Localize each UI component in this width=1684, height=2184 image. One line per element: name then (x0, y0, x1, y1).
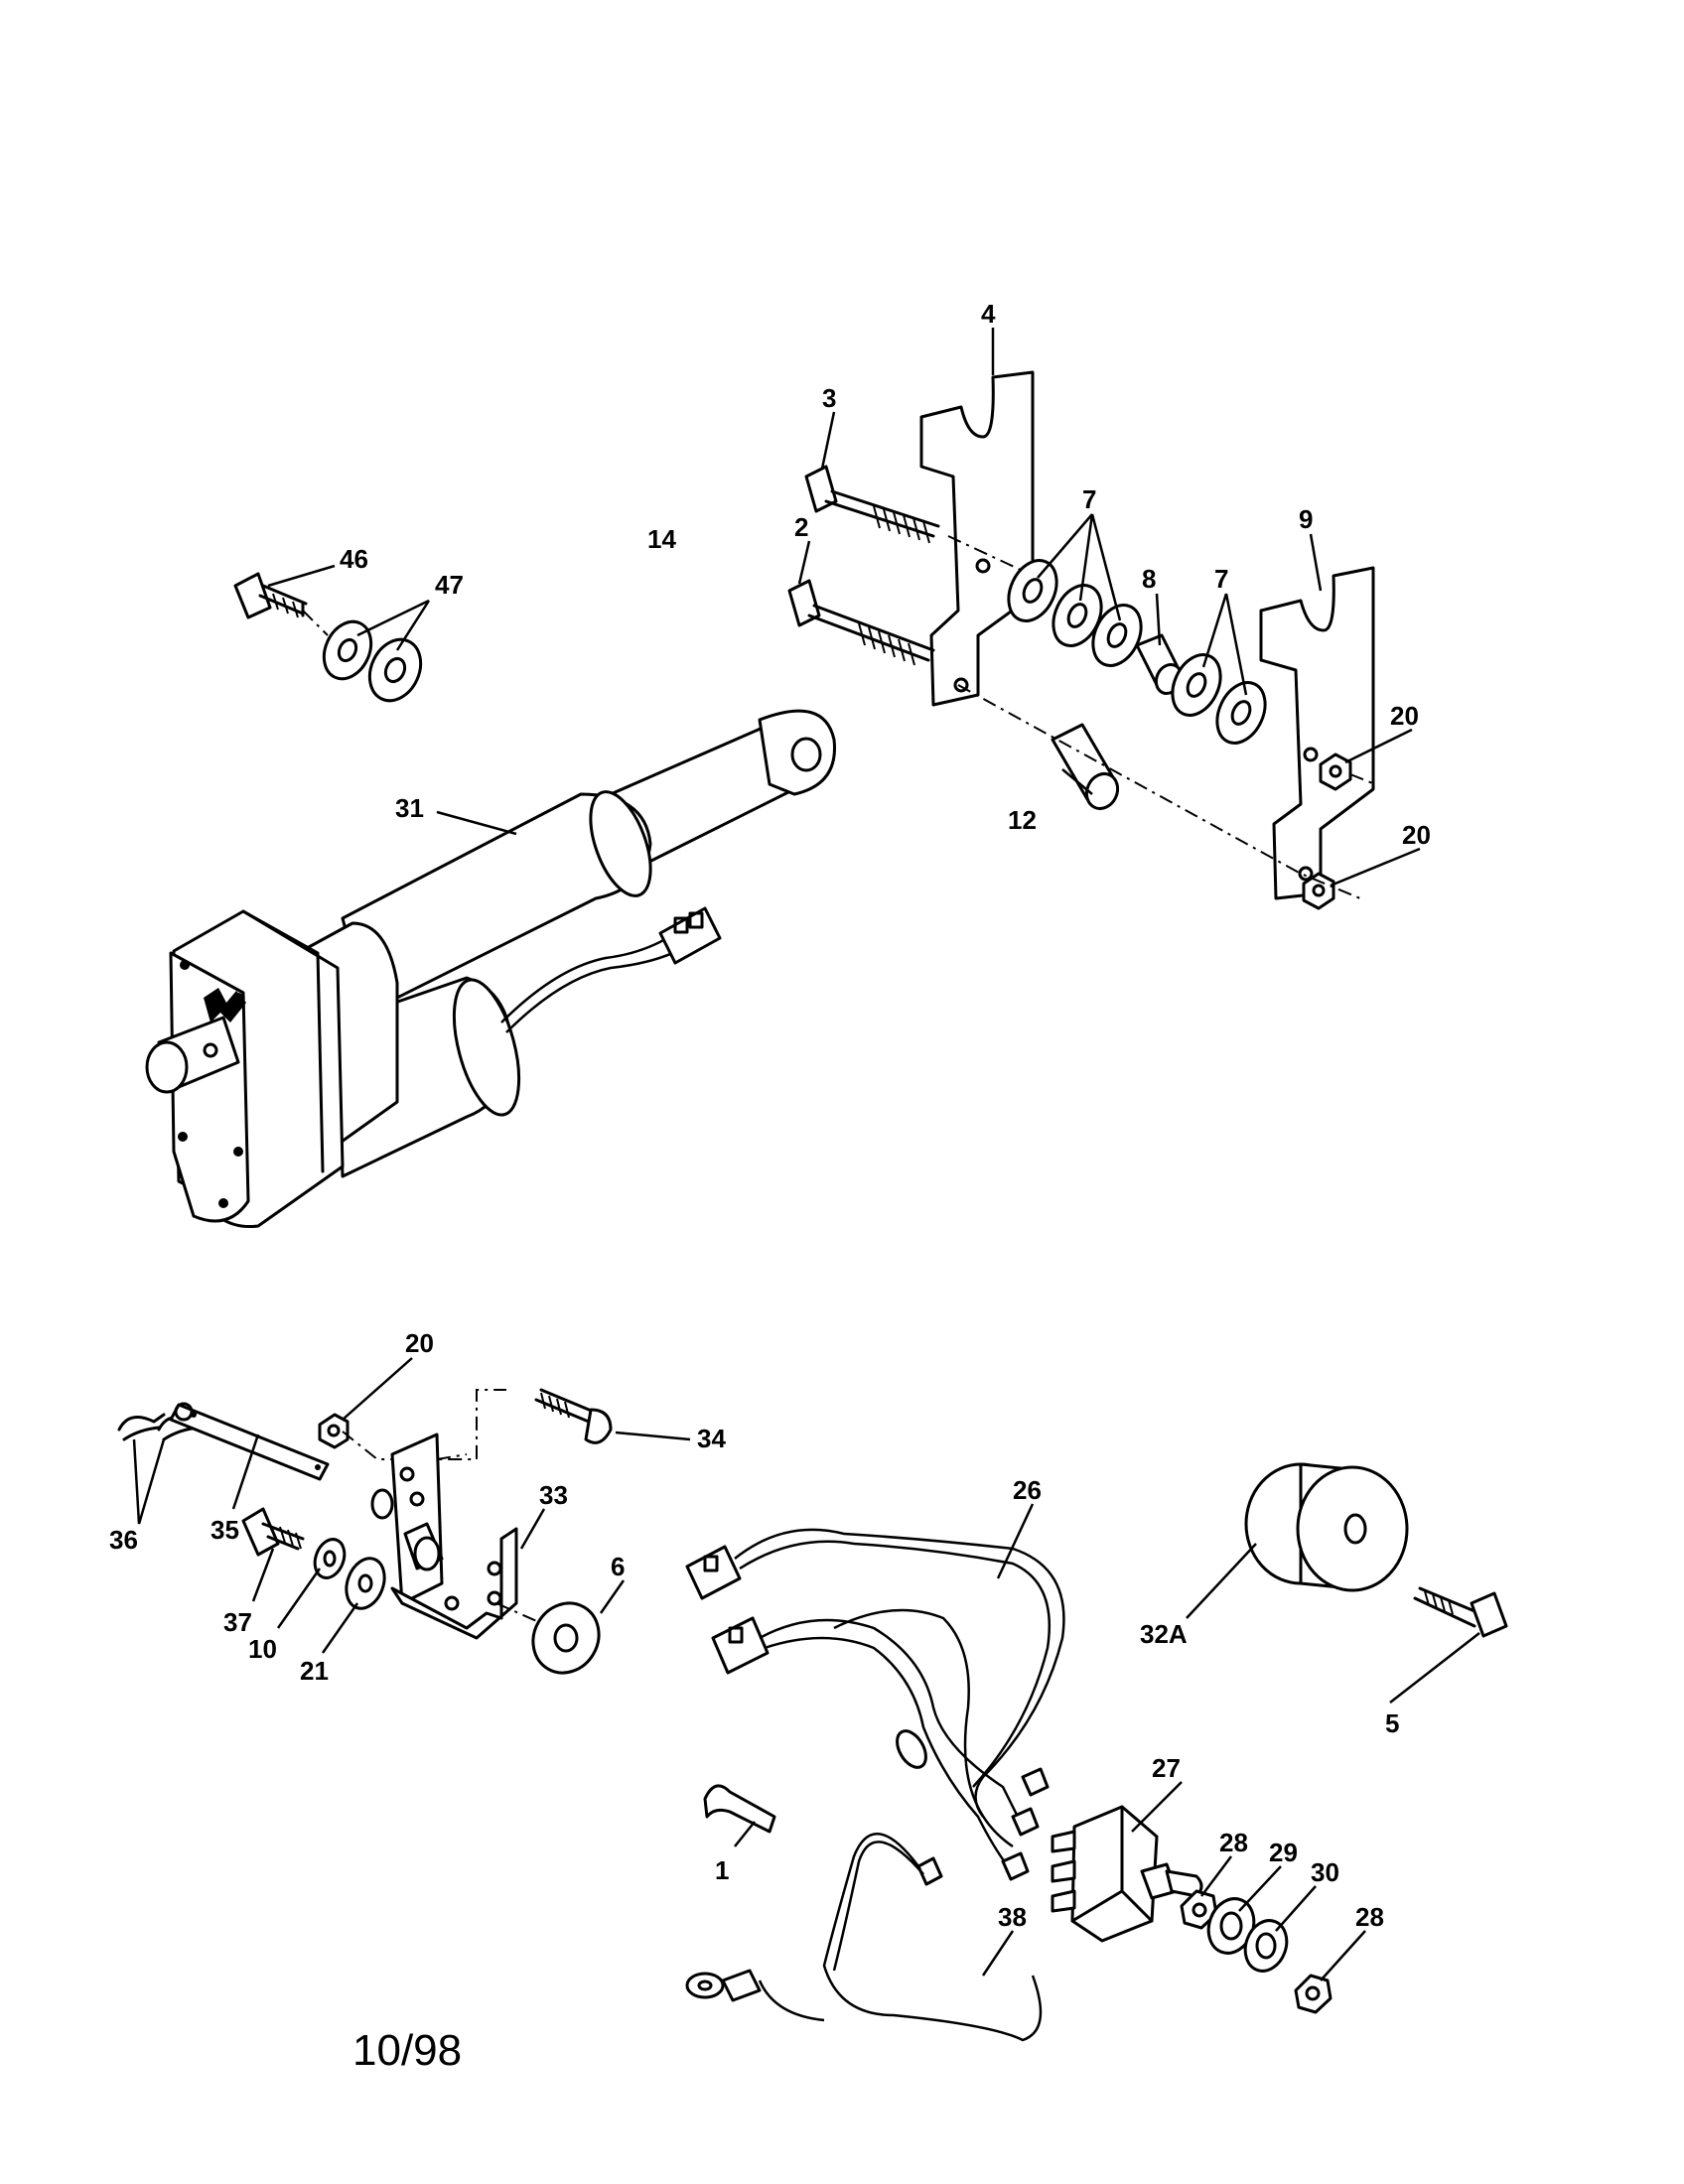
washer-6 (531, 1601, 601, 1675)
callout-21: 21 (300, 1656, 329, 1686)
callout-29: 29 (1269, 1838, 1298, 1867)
clip-1 (703, 1784, 776, 1834)
callout-9: 9 (1299, 504, 1313, 534)
callout-36: 36 (109, 1525, 138, 1555)
linear-actuator-31 (145, 709, 836, 1229)
washers-47 (322, 619, 423, 703)
callout-26: 26 (1013, 1475, 1042, 1505)
bracket-33 (370, 1433, 518, 1640)
callout-5: 5 (1385, 1708, 1399, 1738)
callout-1: 1 (715, 1855, 729, 1885)
nut-28-right (1294, 1974, 1333, 2014)
revision-date: 10/98 (352, 2026, 462, 2075)
callout-35: 35 (210, 1515, 239, 1545)
callout-12: 12 (1008, 805, 1037, 835)
callout-4: 4 (981, 299, 996, 329)
nut-20-bottom (318, 1413, 350, 1449)
callout-7-left: 7 (1082, 484, 1096, 514)
nut-20-lower (1302, 872, 1335, 910)
washer-21 (345, 1557, 386, 1610)
bolt-37 (241, 1507, 305, 1557)
callout-8: 8 (1142, 564, 1156, 594)
callout-14: 14 (647, 524, 676, 554)
callout-37: 37 (223, 1607, 252, 1637)
lock-washer-10 (313, 1538, 347, 1579)
washer-30 (1243, 1919, 1289, 1973)
bumper-32a (1244, 1462, 1409, 1592)
callout-28-right: 28 (1355, 1902, 1384, 1932)
bracket-4 (919, 370, 1035, 707)
bolt-2 (787, 579, 935, 666)
bolt-3 (804, 465, 940, 544)
callout-30: 30 (1311, 1857, 1339, 1887)
washers-7-right (1171, 653, 1267, 745)
pin-35 (169, 1402, 330, 1481)
callout-46: 46 (340, 544, 368, 574)
bolt-5 (1413, 1586, 1508, 1638)
callout-20-bottom: 20 (405, 1328, 434, 1358)
callout-32a: 32A (1140, 1619, 1188, 1649)
nut-20-upper (1319, 752, 1352, 791)
callout-10: 10 (248, 1634, 277, 1664)
callout-38: 38 (998, 1902, 1027, 1932)
callout-6: 6 (611, 1552, 625, 1581)
washers-7-left (1007, 559, 1143, 667)
callout-34: 34 (697, 1424, 726, 1453)
ground-wire-38 (685, 1833, 1043, 2042)
callout-7-right: 7 (1214, 564, 1228, 594)
callout-28-left: 28 (1219, 1828, 1248, 1857)
leader-lines (132, 328, 1480, 1981)
callout-33: 33 (539, 1480, 568, 1510)
callout-31: 31 (395, 793, 424, 823)
callout-20-lower: 20 (1402, 820, 1431, 850)
bolt-46 (233, 572, 308, 619)
bracket-9 (1259, 566, 1375, 900)
bolt-34 (534, 1388, 613, 1444)
wire-harness-26 (685, 1528, 1065, 1881)
callout-3: 3 (822, 383, 836, 413)
callout-47: 47 (435, 570, 464, 600)
callout-2: 2 (794, 512, 808, 542)
callout-27: 27 (1152, 1753, 1181, 1783)
callout-20-upper: 20 (1390, 701, 1419, 731)
toggle-switch-27 (1051, 1805, 1203, 1943)
